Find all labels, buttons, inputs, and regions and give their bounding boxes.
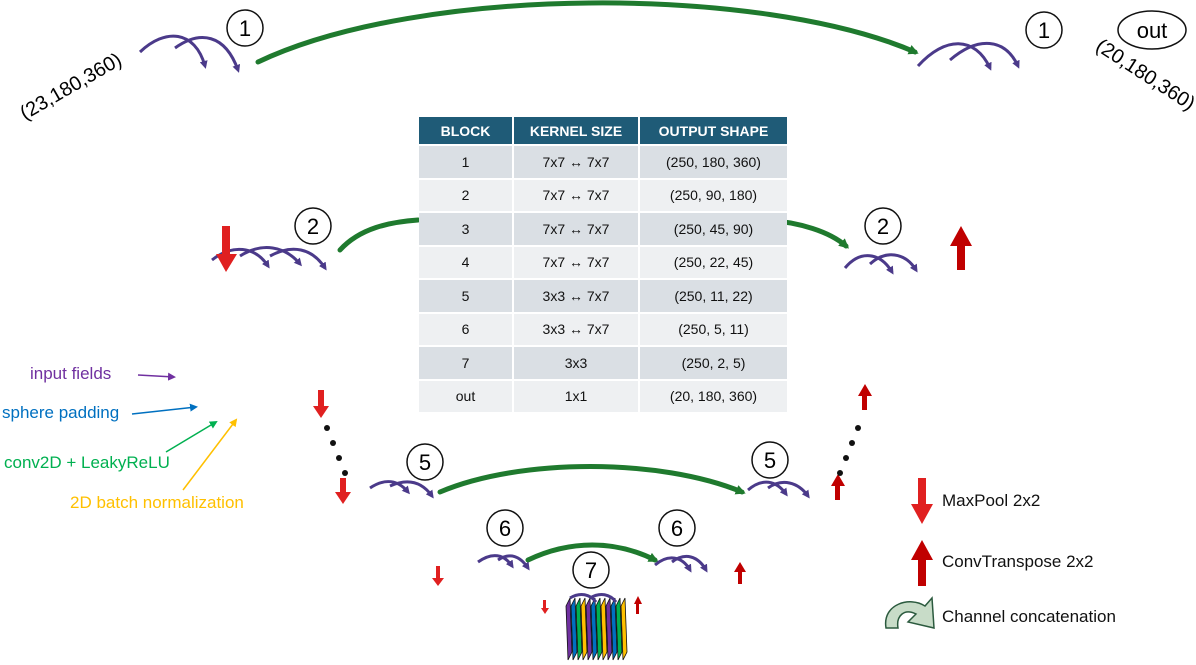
convtranspose-arrows <box>634 226 972 614</box>
cell-output-shape: (250, 45, 90) <box>639 211 787 246</box>
block-label-out: out <box>1137 18 1168 43</box>
up-arrow-3 <box>831 474 845 500</box>
maxpool-arrow-5 <box>541 600 549 614</box>
operation-legend: MaxPool 2x2 ConvTranspose 2x2 Channel co… <box>885 491 1116 629</box>
bottleneck-layer-3 <box>580 597 588 661</box>
block-label-dec6: 6 <box>671 516 683 541</box>
block-label-enc5: 5 <box>419 450 431 475</box>
legend-input-fields: input fields <box>30 364 111 383</box>
ellipsis-dots <box>324 425 861 476</box>
cell-kernel-size: 7x7 ↔ 7x7 <box>513 244 640 279</box>
cell-block: 2 <box>419 177 514 212</box>
cell-block: 3 <box>419 211 514 246</box>
maxpool-arrow-2 <box>313 390 329 418</box>
legend-concat: Channel concatenation <box>942 607 1116 626</box>
cell-output-shape: (250, 180, 360) <box>639 144 787 179</box>
skip-arrow-block-1 <box>255 0 919 65</box>
layer-legend: input fields sphere padding conv2D + Lea… <box>2 364 244 512</box>
cell-kernel-size: 7x7 ↔ 7x7 <box>513 177 640 212</box>
cell-output-shape: (250, 22, 45) <box>639 244 787 279</box>
cell-output-shape: (250, 5, 11) <box>639 311 787 346</box>
block-label-dec2: 2 <box>877 214 889 239</box>
block-label-bottom: 7 <box>585 558 597 583</box>
block-label-enc6: 6 <box>499 516 511 541</box>
up-arrow-2 <box>734 562 746 584</box>
bottleneck-layer-8 <box>605 597 613 661</box>
cell-output-shape: (20, 180, 360) <box>639 378 787 412</box>
maxpool-arrow-1 <box>216 226 237 272</box>
input-shape-label: (23,180,360) <box>16 49 125 125</box>
cell-block: 4 <box>419 244 514 279</box>
cell-kernel-size: 7x7 ↔ 7x7 <box>513 211 640 246</box>
concat-curls <box>138 34 1020 603</box>
legend-conv: conv2D + LeakyReLU <box>4 453 170 472</box>
header-kernel-size: KERNEL SIZE <box>513 117 640 145</box>
up-arrow-4 <box>858 384 872 410</box>
bottleneck-layer-11 <box>620 597 628 661</box>
convtranspose-legend-arrow <box>911 540 933 586</box>
cell-output-shape: (250, 11, 22) <box>639 278 787 313</box>
skip-connections <box>255 0 919 563</box>
maxpool-legend-arrow <box>911 478 933 524</box>
cell-kernel-size: 3x3 <box>513 345 640 380</box>
legend-batchnorm: 2D batch normalization <box>70 493 244 512</box>
block-labels: 1 1 2 2 5 5 6 6 7 out <box>226 9 1187 589</box>
maxpool-arrows <box>216 226 933 614</box>
bottleneck-layer-6 <box>595 597 603 661</box>
cell-block: 6 <box>419 311 514 346</box>
block-label-enc1: 1 <box>239 16 251 41</box>
cell-output-shape: (250, 90, 180) <box>639 177 787 212</box>
block-label-dec1: 1 <box>1038 18 1050 43</box>
feature-map-stacks <box>565 597 628 661</box>
up-arrow-5 <box>950 226 972 270</box>
up-arrow-1 <box>634 596 642 614</box>
skip-arrow-block-2 <box>337 217 421 253</box>
concat-legend-icon <box>885 596 935 629</box>
legend-convtranspose: ConvTranspose 2x2 <box>942 552 1094 571</box>
bottleneck-layer-1 <box>570 597 578 661</box>
header-block: BLOCK <box>419 117 514 145</box>
bottleneck-layer-0 <box>565 597 573 661</box>
cell-kernel-size: 1x1 <box>513 378 640 412</box>
cell-block: 7 <box>419 345 514 380</box>
bottleneck-layer-4 <box>585 597 593 661</box>
cell-block: out <box>419 378 514 412</box>
block-label-dec5: 5 <box>764 448 776 473</box>
maxpool-arrow-3 <box>335 478 351 504</box>
cell-output-shape: (250, 2, 5) <box>639 345 787 380</box>
cell-kernel-size: 3x3 ↔ 7x7 <box>513 311 640 346</box>
legend-maxpool: MaxPool 2x2 <box>942 491 1040 510</box>
block-label-enc2: 2 <box>307 214 319 239</box>
cell-block: 5 <box>419 278 514 313</box>
maxpool-arrow-4 <box>432 566 444 586</box>
legend-sphere-padding: sphere padding <box>2 403 119 422</box>
bottleneck-layer-10 <box>615 597 623 661</box>
skip-arrow-block-6 <box>525 542 659 563</box>
bottleneck-layer-2 <box>575 597 583 661</box>
cell-kernel-size: 3x3 ↔ 7x7 <box>513 278 640 313</box>
bottleneck-layer-7 <box>600 597 608 661</box>
header-output-shape: OUTPUT SHAPE <box>639 117 787 145</box>
skip-arrow-block-5 <box>437 464 746 495</box>
cell-kernel-size: 7x7 ↔ 7x7 <box>513 144 640 179</box>
cell-block: 1 <box>419 144 514 179</box>
